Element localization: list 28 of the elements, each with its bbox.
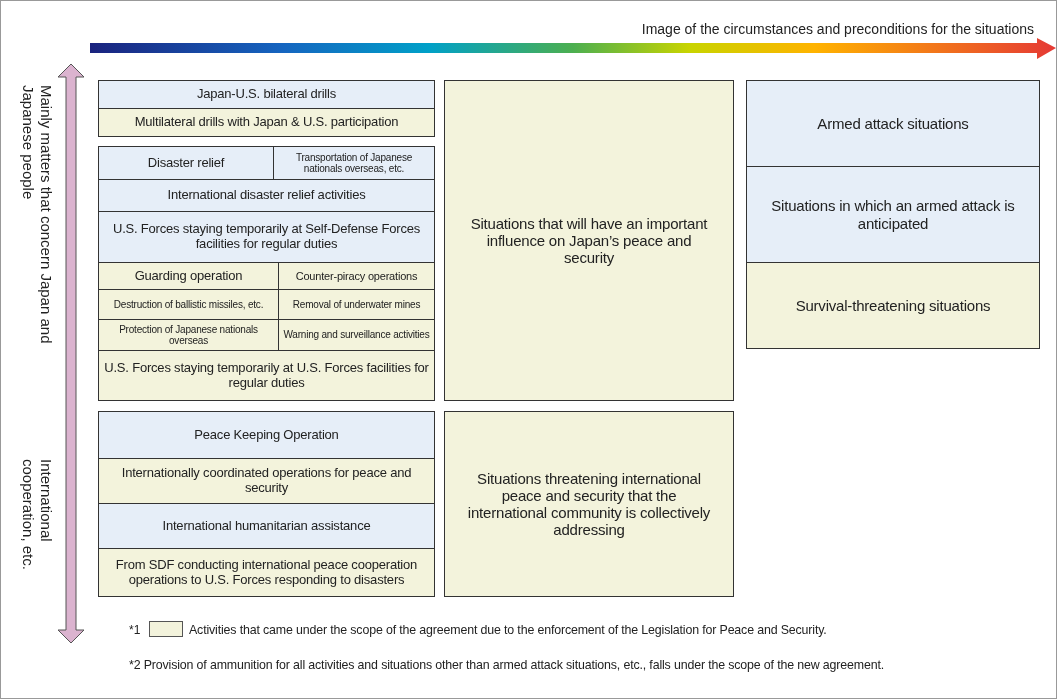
- activity-cell: Disaster relief: [98, 146, 274, 180]
- activity-cell: International humanitarian assistance: [98, 503, 435, 549]
- activity-cell: U.S. Forces staying temporarily at Self-Defense Forces facilities for regular duties: [98, 211, 435, 263]
- activity-cell: Protection of Japanese nationals overseas: [98, 319, 279, 351]
- situation-box: Situations that will have an important influence on Japan’s peace and security: [444, 80, 734, 401]
- activity-cell: Multilateral drills with Japan & U.S. participation: [98, 108, 435, 137]
- axis-label: International cooperation, etc.: [19, 459, 55, 572]
- activity-cell: International disaster relief activities: [98, 179, 435, 212]
- situation-box: Armed attack situations: [746, 80, 1040, 167]
- activity-cell: Guarding operation: [98, 262, 279, 290]
- activity-cell: Internationally coordinated operations for peace and security: [98, 458, 435, 504]
- activity-cell: Peace Keeping Operation: [98, 411, 435, 459]
- footnote-marker: *1: [129, 623, 141, 637]
- activity-cell: U.S. Forces staying temporarily at U.S. Forces facilities for regular duties: [98, 350, 435, 401]
- activity-cell: Counter-piracy operations: [278, 262, 435, 290]
- activity-cell: Japan-U.S. bilateral drills: [98, 80, 435, 109]
- activity-cell: Transportation of Japanese nationals overseas, etc.: [273, 146, 435, 180]
- activity-cell: Destruction of ballistic missiles, etc.: [98, 289, 279, 320]
- activity-cell: Removal of underwater mines: [278, 289, 435, 320]
- axis-label: Mainly matters that concern Japan and Japanese people: [19, 85, 55, 346]
- situation-box: Situations in which an armed attack is anticipated: [746, 166, 1040, 263]
- situation-box: Situations threatening international peace and security that the international community is collectively addressing: [444, 411, 734, 597]
- footnote-text: *2 Provision of ammunition for all activities and situations other than armed attack situations, etc., falls under the scope of the new agreement.: [129, 658, 884, 672]
- activity-cell: Warning and surveillance activities: [278, 319, 435, 351]
- activity-cell: From SDF conducting international peace cooperation operations to U.S. Forces responding to disasters: [98, 548, 435, 597]
- axis-title: Image of the circumstances and preconditions for the situations: [641, 21, 1034, 37]
- situation-box: Survival-threatening situations: [746, 262, 1040, 349]
- legend-text: Activities that came under the scope of the agreement due to the enforcement of the Legislation for Peace and Security.: [189, 623, 827, 637]
